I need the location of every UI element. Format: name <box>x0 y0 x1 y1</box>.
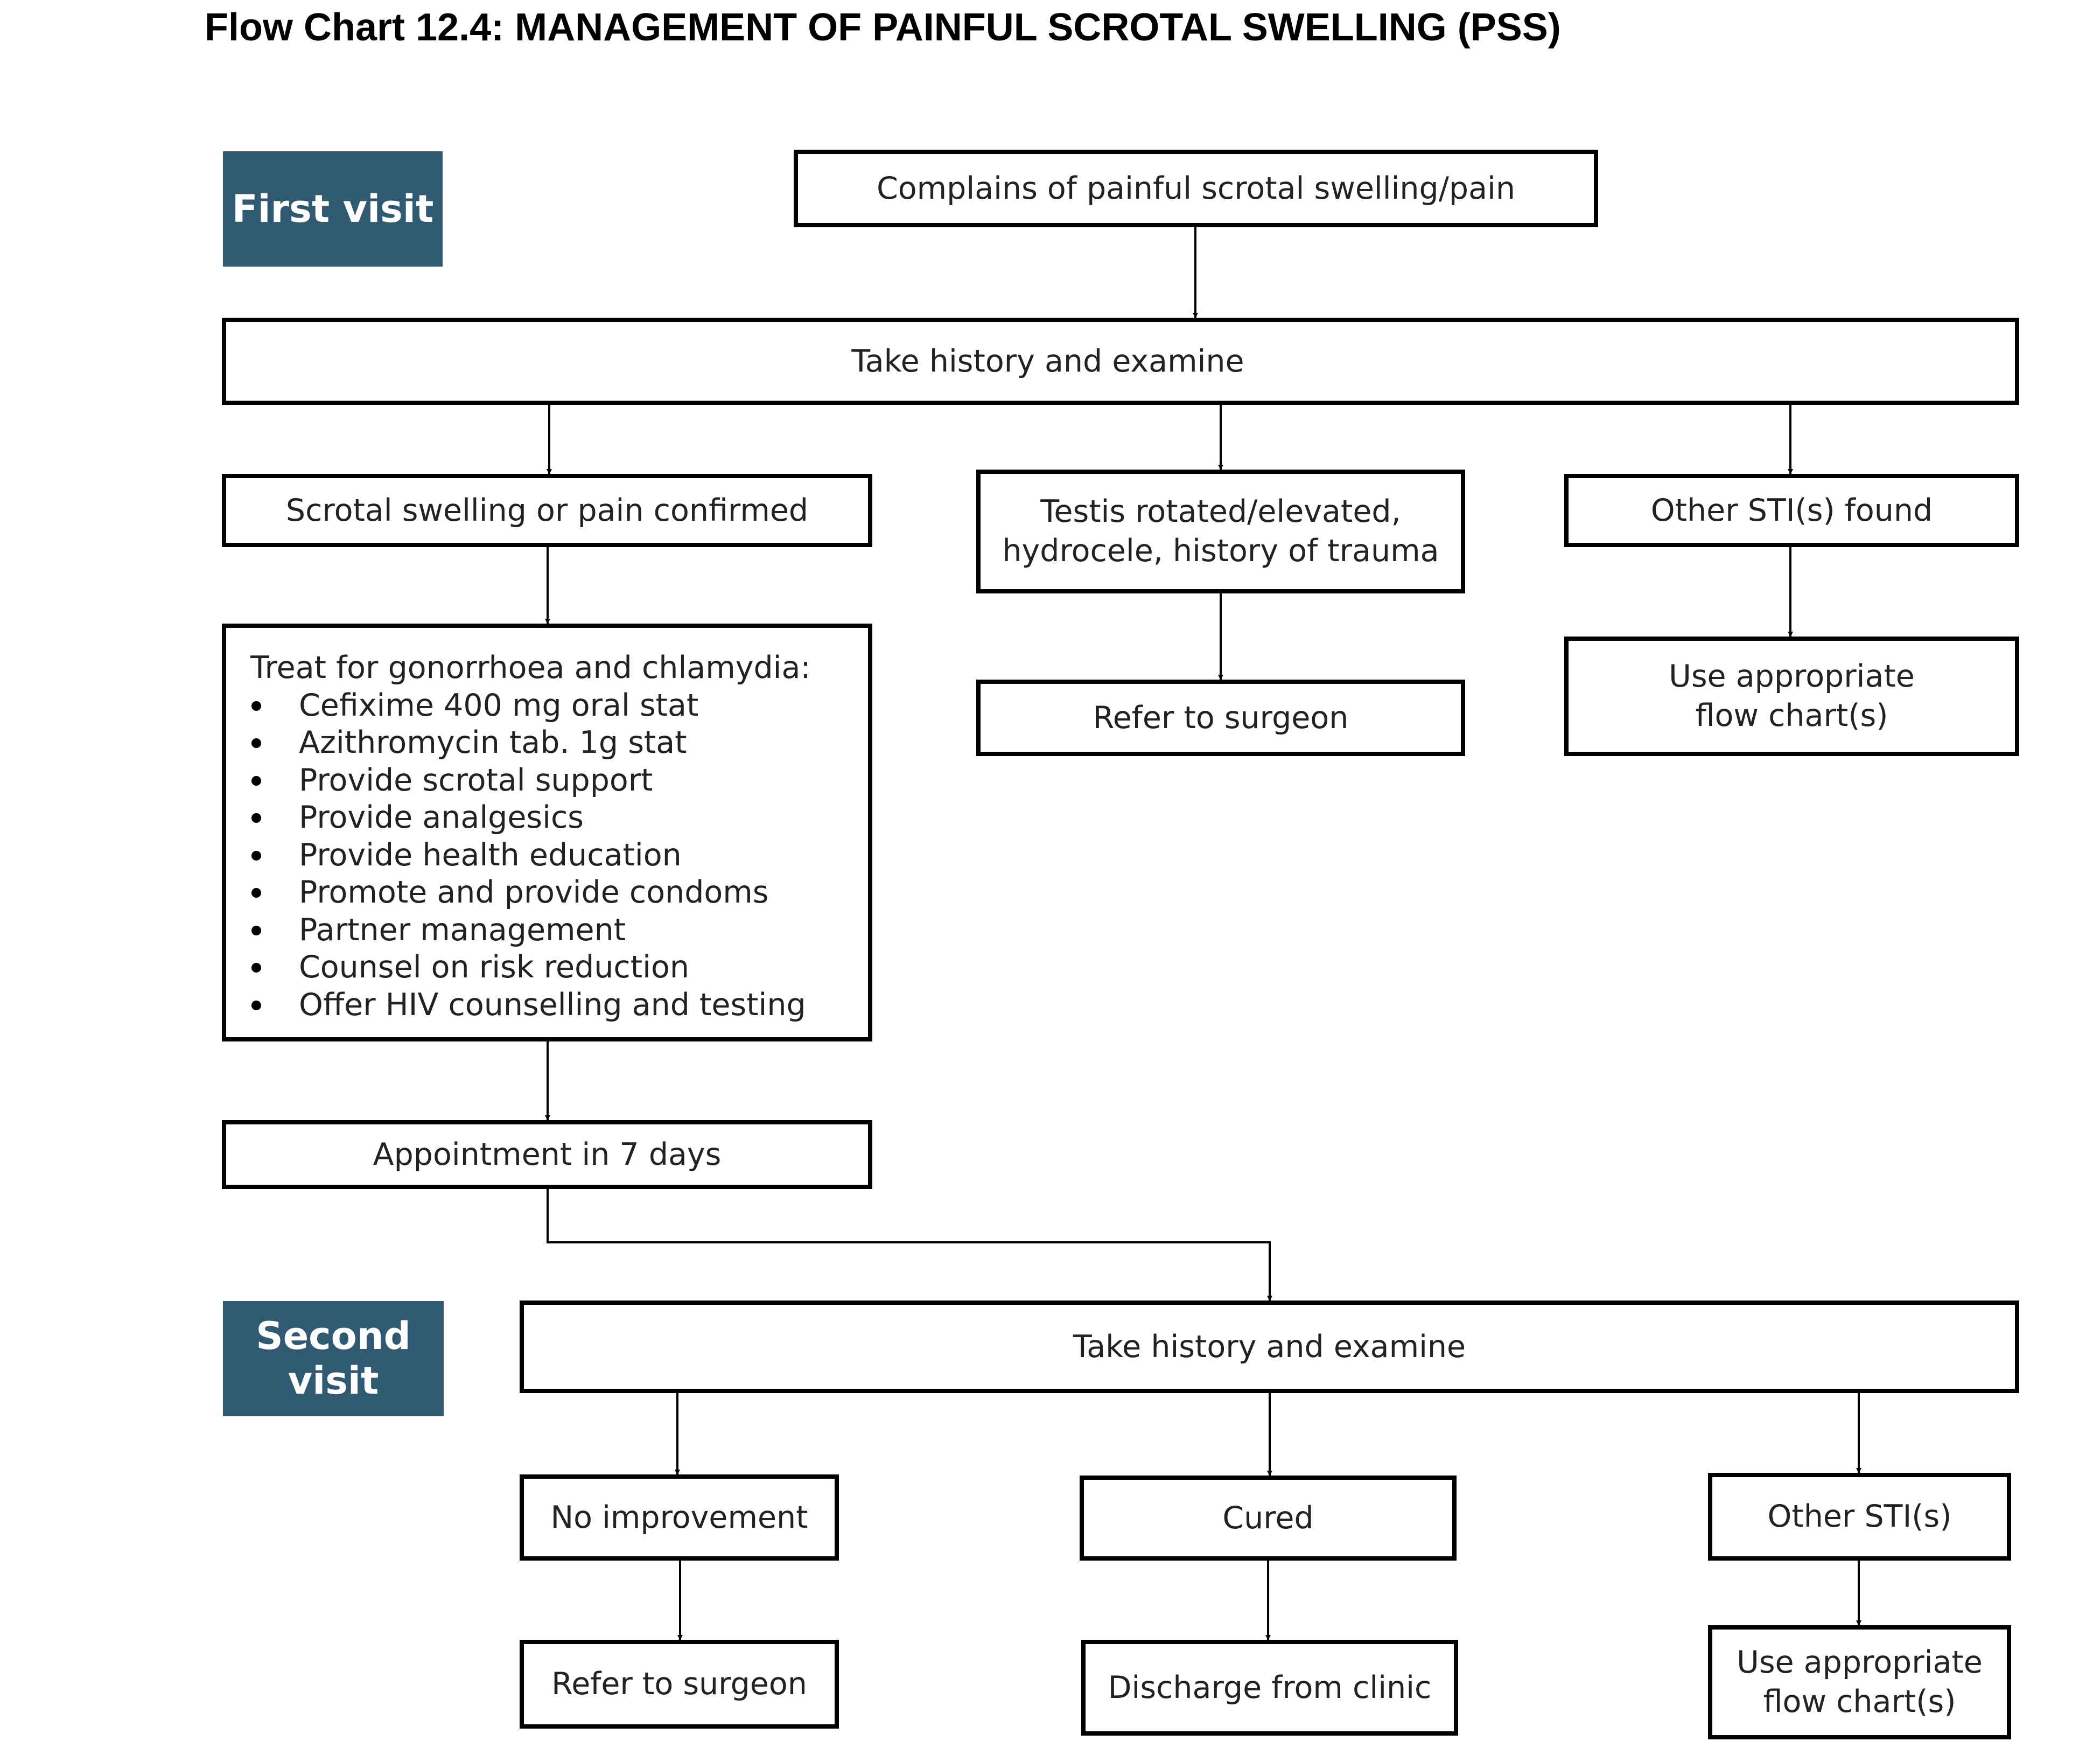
treatment-item-text: Counsel on risk reduction <box>299 949 689 985</box>
second-visit-label-line-2: visit <box>288 1359 379 1403</box>
refer-to-surgeon-box-second-visit: Refer to surgeon <box>520 1640 839 1729</box>
complaint-text: Complains of painful scrotal swelling/pa… <box>876 170 1515 206</box>
testis-text-line-1: Testis rotated/elevated, <box>1040 494 1401 530</box>
history-text-first-visit: Take history and examine <box>851 343 1244 379</box>
other-sti-found-text: Other STI(s) found <box>1650 492 1933 528</box>
use-chart-box-first-visit: Use appropriate flow chart(s) <box>1564 637 2019 756</box>
treatment-item-text: Partner management <box>299 912 626 948</box>
history-box-second-visit: Take history and examine <box>520 1300 2019 1393</box>
use-chart-text-second-line-2: flow chart(s) <box>1763 1684 1956 1719</box>
history-text-second-visit: Take history and examine <box>1073 1329 1466 1365</box>
treatment-item: Provide scrotal support <box>250 762 868 800</box>
treatment-item: Azithromycin tab. 1g stat <box>250 724 868 762</box>
bullet-icon <box>251 738 261 748</box>
treatment-item: Cefixime 400 mg oral stat <box>250 687 868 725</box>
bullet-icon <box>251 963 261 973</box>
treatment-item-text: Provide analgesics <box>299 800 584 835</box>
use-chart-text-second-line-1: Use appropriate <box>1737 1645 1983 1681</box>
bullet-icon <box>251 701 261 711</box>
refer-to-surgeon-text-second-visit: Refer to surgeon <box>551 1666 807 1702</box>
treatment-heading: Treat for gonorrhoea and chlamydia: <box>250 650 811 686</box>
use-chart-text-line-1: Use appropriate <box>1669 659 1915 695</box>
refer-to-surgeon-box-first-visit: Refer to surgeon <box>976 680 1465 756</box>
page-title: Flow Chart 12.4: MANAGEMENT OF PAINFUL S… <box>205 6 1561 49</box>
bullet-icon <box>251 888 261 898</box>
treatment-item: Provide health education <box>250 837 868 875</box>
treatment-box: Treat for gonorrhoea and chlamydia: Cefi… <box>222 624 872 1041</box>
treatment-item: Partner management <box>250 912 868 949</box>
no-improvement-text: No improvement <box>550 1499 808 1535</box>
testis-box: Testis rotated/elevated, hydrocele, hist… <box>976 470 1465 593</box>
bullet-icon <box>251 775 261 786</box>
confirmed-text: Scrotal swelling or pain confirmed <box>285 492 809 528</box>
use-chart-text-line-2: flow chart(s) <box>1695 698 1888 733</box>
no-improvement-box: No improvement <box>520 1474 839 1561</box>
treatment-item-text: Azithromycin tab. 1g stat <box>299 725 687 760</box>
first-visit-label-text: First visit <box>232 186 434 231</box>
arrow-appointment-to-second-history <box>547 1187 1272 1301</box>
refer-to-surgeon-text-first-visit: Refer to surgeon <box>1093 700 1349 736</box>
discharge-box: Discharge from clinic <box>1081 1640 1458 1736</box>
bullet-icon <box>251 813 261 823</box>
first-visit-label: First visit <box>223 151 443 267</box>
appointment-text: Appointment in 7 days <box>373 1136 722 1172</box>
other-sti-text-second-visit: Other STI(s) <box>1767 1499 1952 1535</box>
other-sti-box-second-visit: Other STI(s) <box>1708 1473 2011 1561</box>
treatment-item: Provide analgesics <box>250 799 868 837</box>
treatment-item-text: Provide health education <box>299 837 682 873</box>
other-sti-found-box: Other STI(s) found <box>1564 474 2019 547</box>
treatment-list: Cefixime 400 mg oral stat Azithromycin t… <box>250 687 868 1024</box>
second-visit-label: Second visit <box>223 1301 444 1416</box>
bullet-icon <box>251 1000 261 1010</box>
treatment-item: Counsel on risk reduction <box>250 949 868 987</box>
confirmed-box: Scrotal swelling or pain confirmed <box>222 474 872 547</box>
treatment-item: Promote and provide condoms <box>250 874 868 912</box>
treatment-item-text: Cefixime 400 mg oral stat <box>299 687 699 723</box>
treatment-item: Offer HIV counselling and testing <box>250 987 868 1024</box>
bullet-icon <box>251 850 261 861</box>
cured-text: Cured <box>1222 1500 1314 1536</box>
discharge-text: Discharge from clinic <box>1108 1669 1432 1705</box>
use-chart-box-second-visit: Use appropriate flow chart(s) <box>1708 1625 2011 1739</box>
treatment-item-text: Offer HIV counselling and testing <box>299 987 806 1023</box>
treatment-item-text: Promote and provide condoms <box>299 875 769 910</box>
appointment-box: Appointment in 7 days <box>222 1120 872 1189</box>
complaint-box: Complains of painful scrotal swelling/pa… <box>794 150 1598 227</box>
history-box-first-visit: Take history and examine <box>222 318 2019 405</box>
testis-text-line-2: hydrocele, history of trauma <box>1002 533 1439 569</box>
second-visit-label-line-1: Second <box>256 1314 411 1359</box>
treatment-item-text: Provide scrotal support <box>299 762 653 798</box>
bullet-icon <box>251 925 261 935</box>
cured-box: Cured <box>1080 1476 1457 1561</box>
